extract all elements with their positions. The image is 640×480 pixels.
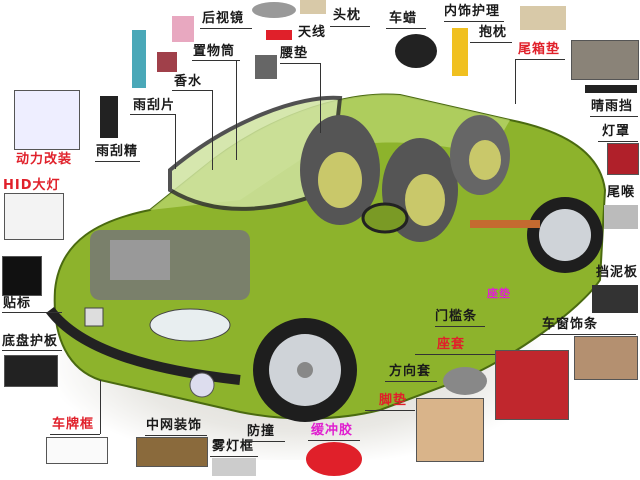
label-wiper-blade: 雨刮片 (133, 98, 176, 113)
leader-line (280, 63, 320, 64)
leader-line (598, 141, 638, 142)
leader-line (435, 326, 485, 327)
exhaust-tip-image (604, 205, 638, 229)
leader-line (175, 114, 176, 169)
skid-plate-image (4, 355, 58, 387)
leader-line (236, 60, 237, 160)
leader-line (386, 28, 426, 29)
storage-box-image (172, 16, 194, 42)
leader-line (590, 116, 638, 117)
label-bumper-guard: 防撞 (247, 424, 276, 439)
leader-line (2, 312, 62, 313)
decal-image (2, 256, 42, 296)
leader-line (50, 434, 100, 435)
label-exhaust-tip: 尾喉 (607, 185, 636, 200)
leader-line (100, 380, 101, 434)
label-mudguard: 挡泥板 (596, 265, 639, 280)
leader-line (515, 59, 565, 60)
label-perfume: 香水 (174, 74, 203, 89)
label-license-frame: 车牌框 (52, 417, 95, 432)
grille-trim-image (136, 437, 208, 467)
label-trunk-mat: 尾箱垫 (518, 42, 561, 57)
label-rain-visor: 晴雨挡 (591, 99, 634, 114)
label-headrest: 头枕 (333, 8, 362, 23)
leader-line (212, 90, 213, 170)
license-frame-image (46, 437, 108, 464)
lumbar-cushion-image (255, 55, 277, 79)
rain-visor-image (585, 85, 637, 93)
leader-line (95, 161, 140, 162)
label-hid-headlight: HID大灯 (3, 178, 61, 193)
window-trim-image (574, 336, 638, 380)
wiper-blade-image (132, 30, 146, 88)
label-storage-box: 置物筒 (193, 44, 236, 59)
label-interior-care: 内饰护理 (444, 4, 501, 19)
leader-line (172, 90, 212, 91)
leader-line (308, 440, 360, 441)
trunk-mat-image (571, 40, 639, 80)
label-wiper-fluid: 雨刮精 (96, 144, 139, 159)
label-skid-plate: 底盘护板 (2, 334, 59, 349)
label-steering-cover: 方向套 (389, 364, 432, 379)
label-rearview-mirror: 后视镜 (202, 11, 245, 26)
leader-line (415, 354, 495, 355)
leader-line (2, 350, 62, 351)
leader-line (444, 21, 504, 22)
leader-line (245, 441, 285, 442)
rearview-mirror-image (252, 2, 296, 18)
label-pillow: 抱枕 (479, 25, 508, 40)
leader-line (540, 334, 636, 335)
car-wax-image (395, 34, 437, 68)
mudguard-image (592, 285, 638, 313)
steering-cover-image (443, 367, 487, 395)
label-antenna: 天线 (298, 25, 327, 40)
car-cutaway-illustration (46, 93, 607, 422)
leader-line (210, 456, 258, 457)
leader-line (200, 28, 252, 29)
leader-line (385, 381, 437, 382)
leader-line (192, 60, 240, 61)
lamp-cover-image (607, 143, 639, 175)
pillow-image (520, 6, 566, 30)
leader-line (320, 63, 321, 133)
label-window-trim: 车窗饰条 (542, 317, 599, 332)
label-lumbar-cushion: 腰垫 (280, 46, 309, 61)
power-mod-kit-image (14, 90, 80, 150)
headrest-image (300, 0, 326, 14)
label-grille-trim: 中网装饰 (146, 418, 203, 433)
floor-mat-image (416, 398, 484, 462)
leader-line (330, 26, 370, 27)
wiper-fluid-image (100, 96, 118, 138)
label-decal: 贴标 (3, 296, 32, 311)
antenna-image (266, 30, 292, 40)
buffer-rubber-image (306, 442, 362, 476)
label-lamp-cover: 灯罩 (602, 124, 631, 139)
leader-line (515, 59, 516, 104)
hid-headlight-image (4, 193, 64, 240)
perfume-image (157, 52, 177, 72)
interior-care-image (452, 28, 468, 76)
label-floor-mat: 脚垫 (379, 393, 408, 408)
leader-line (145, 435, 207, 436)
leader-line (470, 42, 512, 43)
leader-line (365, 410, 415, 411)
label-seat-cushion: 座垫 (487, 287, 511, 300)
seat-cover-image (495, 350, 569, 420)
label-door-sill: 门槛条 (435, 309, 478, 324)
label-seat-cover: 座套 (437, 337, 466, 352)
label-car-wax: 车蜡 (389, 11, 418, 26)
leader-line (130, 114, 175, 115)
label-buffer-rubber: 缓冲胶 (311, 423, 354, 438)
fog-light-frame-image (212, 458, 256, 476)
label-fog-light-frame: 雾灯框 (212, 439, 255, 454)
label-power-mod: 动力改装 (16, 152, 73, 167)
